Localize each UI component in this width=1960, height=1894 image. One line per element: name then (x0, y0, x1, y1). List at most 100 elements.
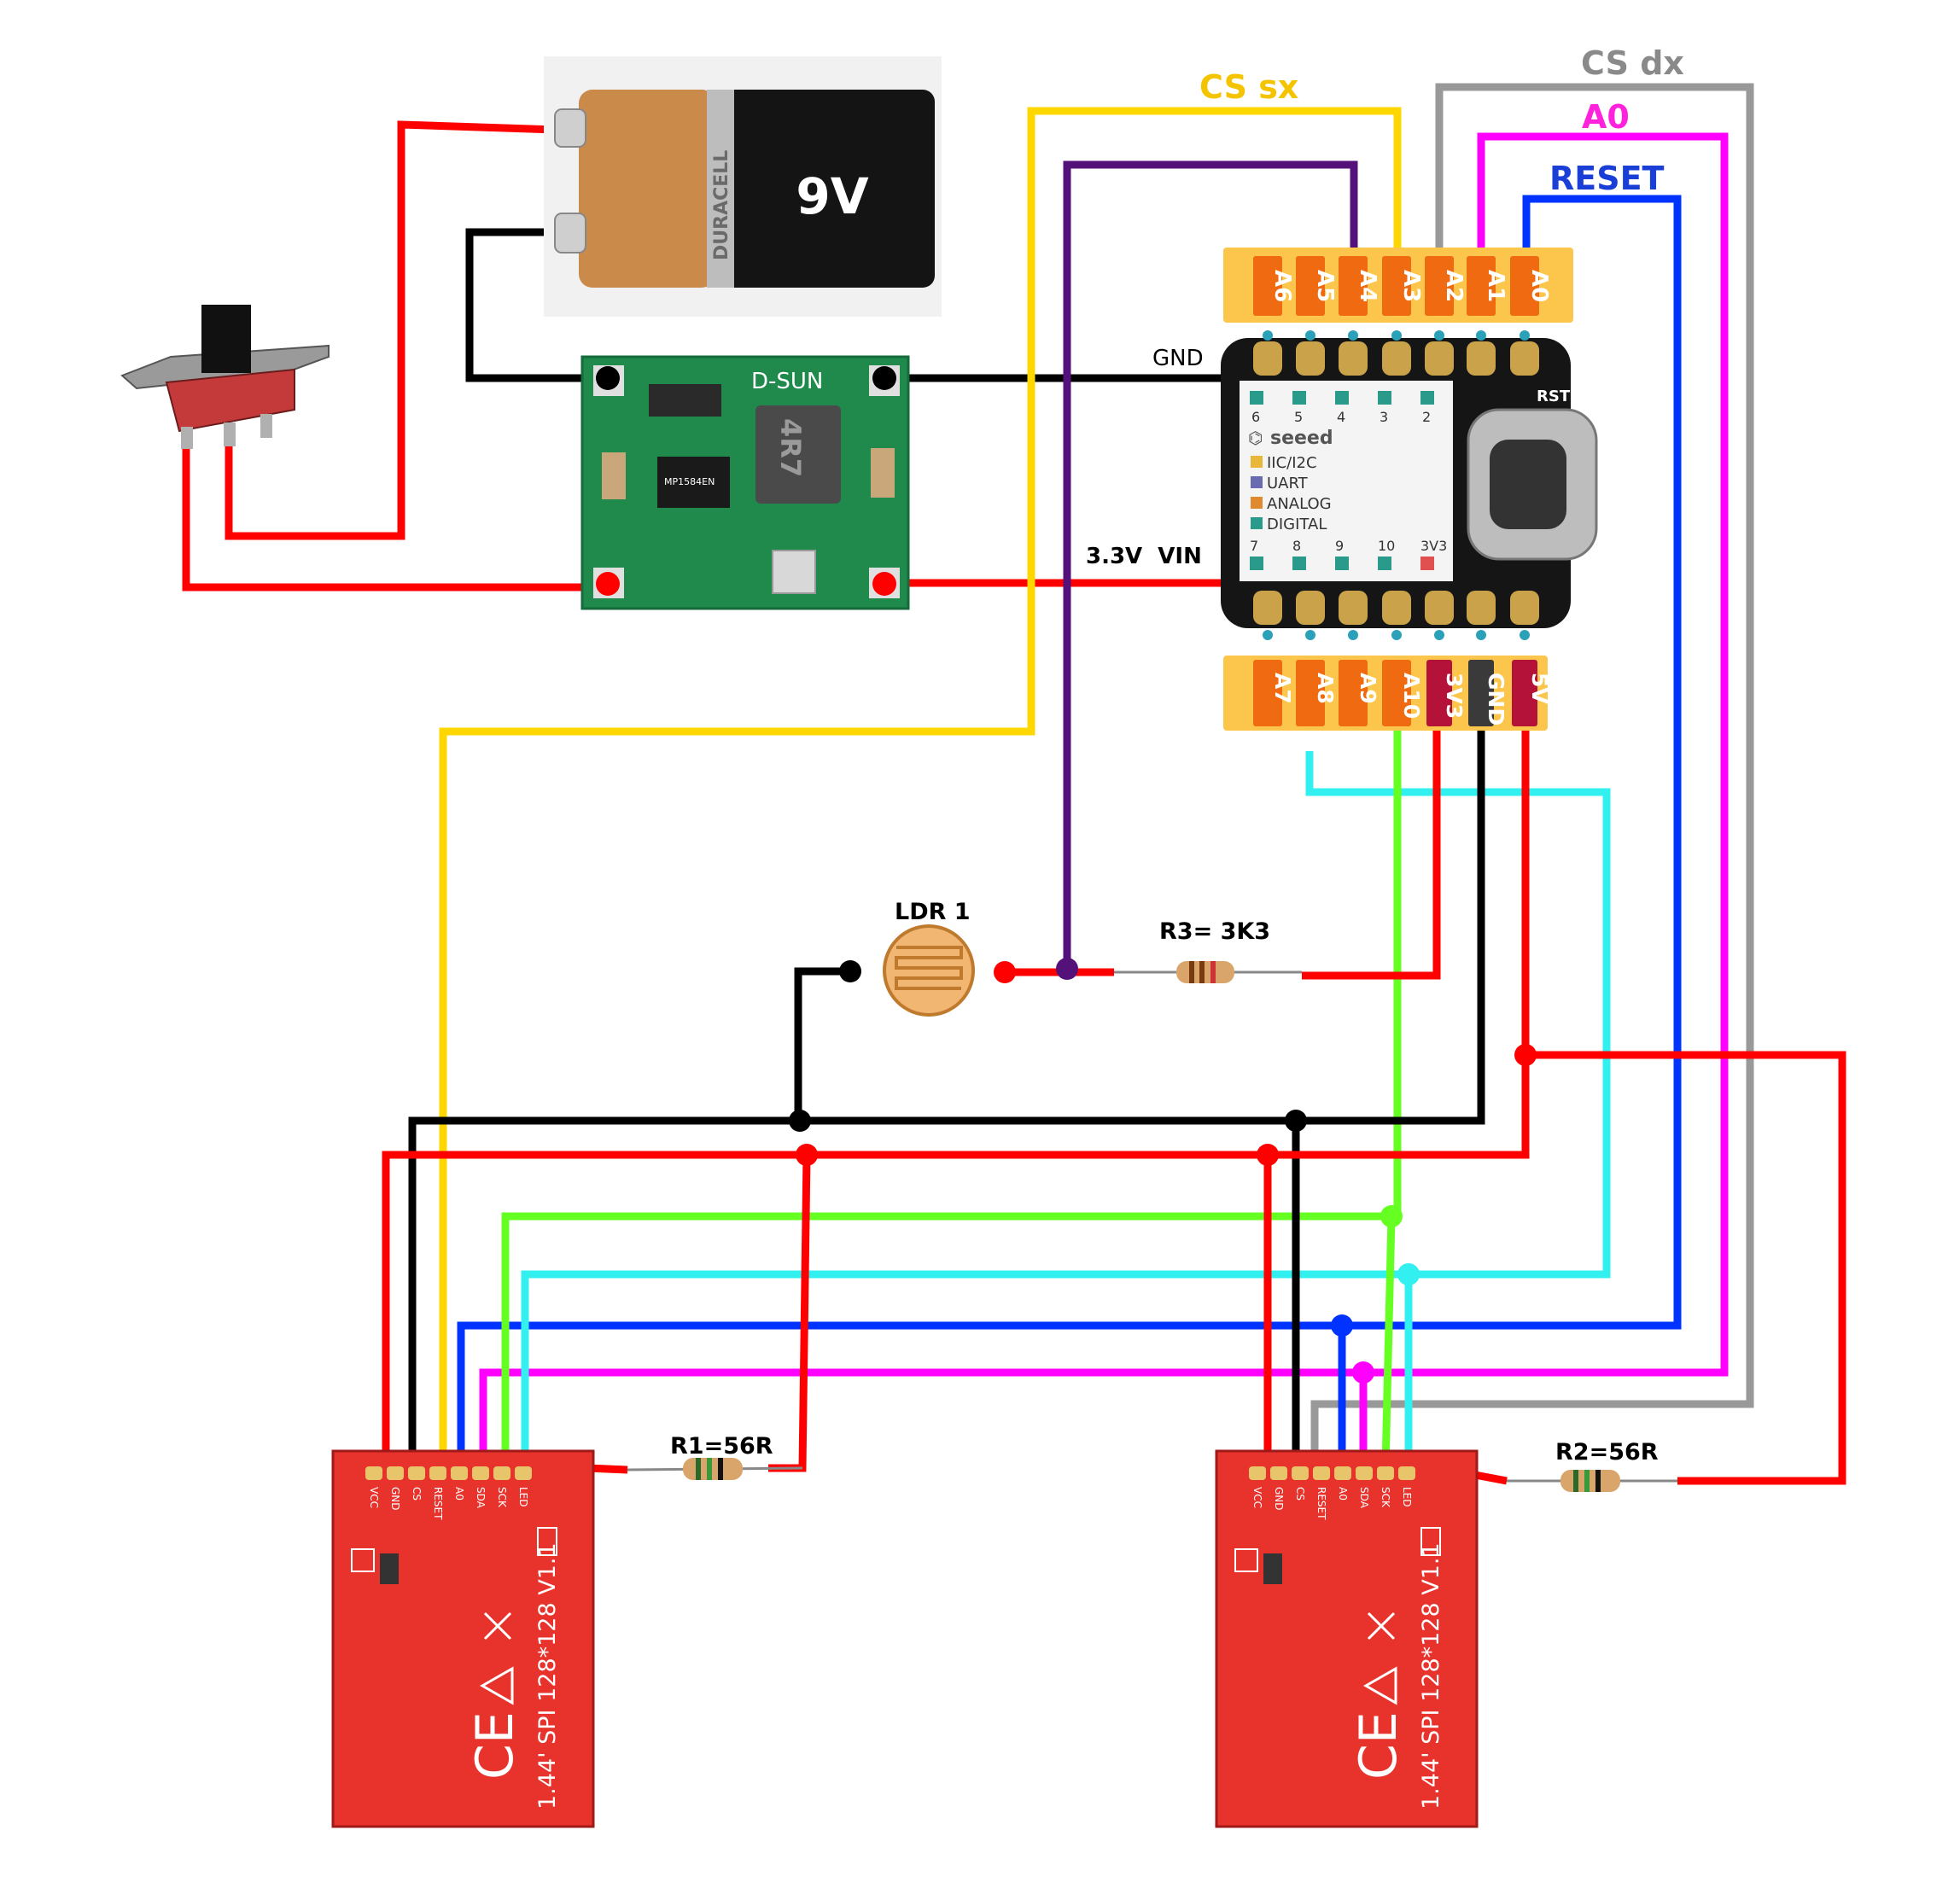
converter-terminal-in-pos (596, 572, 620, 596)
r3-band-3 (1210, 961, 1216, 983)
top-pin-label: A4 (1355, 270, 1380, 302)
tft-pin-label: CS (1294, 1487, 1306, 1501)
board-pad (1296, 591, 1325, 625)
bottom-pin-label: A7 (1270, 673, 1295, 704)
converter-terminal-out-pos (872, 572, 896, 596)
r2-body (1560, 1470, 1620, 1492)
board-bottom-number: 9 (1335, 538, 1344, 554)
converter-diode (649, 384, 721, 417)
tft-pin-label: RESET (1315, 1487, 1327, 1520)
switch-body (165, 368, 295, 433)
wire-5v-r2 (1525, 1051, 1846, 1485)
tft-pin-label: SDA (1358, 1487, 1370, 1509)
board-pad-dot (1434, 630, 1444, 640)
board-pad (1425, 591, 1454, 625)
board-top-number: 3 (1380, 409, 1388, 425)
top-pin-label: A0 (1526, 270, 1552, 302)
board-pad-dot (1348, 330, 1358, 341)
tft-pcb (1215, 1449, 1479, 1828)
tft-pcb (331, 1449, 595, 1828)
board-pad (1510, 591, 1539, 625)
switch-pin-left (181, 427, 193, 449)
board-pad-dot (1391, 630, 1402, 640)
converter-pcb (580, 355, 910, 610)
converter-terminal-out-neg (872, 366, 896, 390)
tft-esd-warning-icon (1362, 1666, 1397, 1705)
junction-gnd-left (789, 1110, 811, 1132)
board-pad-dot (1476, 330, 1486, 341)
tft-pin-label: CS (411, 1487, 423, 1501)
ldr (883, 924, 975, 1017)
wire-gnd-bus (408, 726, 1485, 1466)
bottom-pin-label: 3V3 (1442, 673, 1467, 719)
bottom-pin-a7 (1253, 660, 1282, 726)
top-pin-label: A5 (1312, 270, 1338, 302)
board-marker (1250, 557, 1263, 570)
tft-model-text: 1.44' SPI 128*128 V1.1 (534, 1542, 561, 1809)
bottom-pin-a9 (1339, 660, 1368, 726)
resistor-r3 (1114, 961, 1302, 983)
tft-pin-pad (387, 1466, 404, 1480)
board-marker (1292, 391, 1306, 405)
junction-5v-right (1257, 1144, 1279, 1166)
r3-band-2 (1199, 961, 1205, 983)
bottom-pin-a8 (1296, 660, 1325, 726)
wire-5v-bus (382, 726, 1530, 1466)
converter-brand: D-SUN (751, 369, 823, 394)
r2-band-1 (1573, 1470, 1578, 1492)
top-pin-label: A3 (1398, 270, 1424, 302)
bottom-pin-label: 5V (1527, 673, 1552, 704)
board-pad-dot (1520, 630, 1530, 640)
bottom-pin-label: A9 (1356, 673, 1380, 704)
tft-pin-label: GND (389, 1487, 401, 1511)
legend-label: UART (1267, 475, 1309, 492)
battery-copper (579, 90, 715, 288)
board-pad (1339, 341, 1368, 376)
converter-ic-label: MP1584EN (664, 476, 715, 487)
board-bottom-number: 10 (1378, 538, 1395, 554)
legend-label: DIGITAL (1267, 516, 1327, 533)
switch-pin-mid (224, 423, 236, 446)
switch-knob (201, 305, 251, 373)
label-a0: A0 (1582, 98, 1630, 136)
bottom-pin-3v3 (1426, 660, 1452, 726)
tft-pin-pad (1398, 1466, 1415, 1480)
top-pin-a3 (1382, 256, 1411, 316)
junction-sck (1397, 1263, 1420, 1285)
tft-pin-label: VCC (368, 1487, 380, 1508)
label-vin: 3.3V VIN (1086, 544, 1202, 569)
wire-3v3-r3 (1302, 726, 1441, 980)
tft-pin-pad (429, 1466, 446, 1480)
tft-pin-label: SDA (475, 1487, 487, 1509)
tft-pin-pad (493, 1466, 510, 1480)
board-pad (1510, 341, 1539, 376)
wire-battery-negative (465, 228, 606, 382)
board-top-number: 4 (1337, 409, 1345, 425)
converter-trimmer (772, 550, 816, 594)
tft-pin-label: GND (1273, 1487, 1285, 1511)
legend-swatch (1251, 497, 1263, 509)
tft-pin-label: SCK (1380, 1487, 1391, 1508)
battery-black (709, 90, 935, 288)
battery-voltage-label: 9V (796, 167, 868, 225)
junction-ldr-purple (1056, 958, 1078, 980)
board-marker (1335, 557, 1349, 570)
top-pin-label: A6 (1269, 270, 1295, 302)
board-marker (1292, 557, 1306, 570)
wire-cs-sx (439, 107, 1402, 1466)
buck-converter: D-SUN 4R7 MP1584EN (580, 355, 910, 610)
board-pad-dot (1348, 630, 1358, 640)
tft-pin-pad (1270, 1466, 1287, 1480)
tft-pin-pad (1292, 1466, 1309, 1480)
resistor-r2 (1507, 1470, 1677, 1492)
legend-swatch (1251, 517, 1263, 529)
board-marker (1335, 391, 1349, 405)
wire-switch-to-converter (182, 444, 606, 592)
battery-terminal-positive (554, 108, 586, 148)
board-marker (1420, 557, 1434, 570)
